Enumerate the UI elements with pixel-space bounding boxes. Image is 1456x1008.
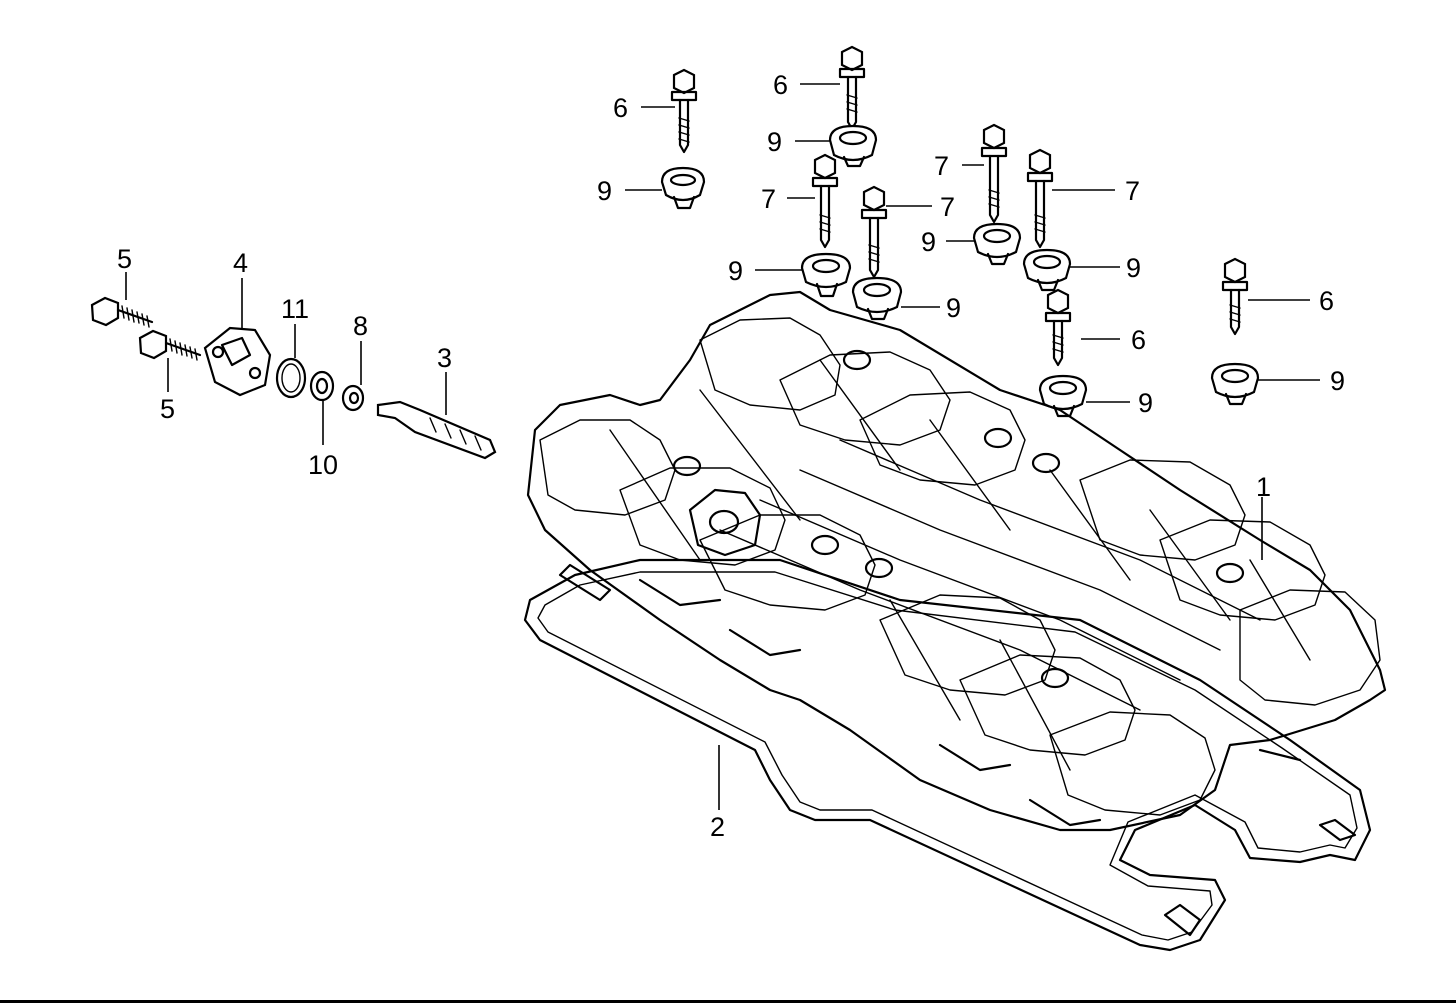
bolt-5-upper (90, 296, 154, 328)
callout-1: 1 (1256, 472, 1271, 502)
bolt-6a (670, 68, 698, 154)
shaft-3 (376, 400, 497, 460)
bolt-5-lower (138, 329, 202, 361)
callout-9-a: 9 (597, 176, 612, 206)
callout-9-b: 9 (767, 127, 782, 157)
callout-5-upper: 5 (117, 244, 132, 274)
grommet-9h (1210, 362, 1260, 406)
grommet-9b (828, 124, 878, 168)
callout-6-a: 6 (613, 93, 628, 123)
callout-6-b: 6 (773, 70, 788, 100)
grommet-9g (1038, 374, 1088, 418)
callout-9-e: 9 (921, 227, 936, 257)
callout-9-d: 9 (946, 293, 961, 323)
o-ring-11 (275, 357, 307, 399)
washer-8 (341, 384, 365, 412)
bolt-7b (860, 185, 888, 279)
bolt-7d (1026, 148, 1054, 249)
callout-9-c: 9 (728, 256, 743, 286)
bolt-6b (838, 45, 866, 131)
callout-labels: 1 2 3 4 5 5 6 6 6 6 7 7 7 7 8 9 9 9 9 9 … (117, 70, 1345, 842)
bolt-6d (1221, 257, 1249, 336)
grommet-9f (1022, 248, 1072, 292)
callout-3: 3 (437, 343, 452, 373)
callout-2: 2 (710, 812, 725, 842)
callout-9-g: 9 (1138, 388, 1153, 418)
bolt-7c (980, 123, 1008, 224)
bolt-6c (1044, 288, 1072, 367)
callout-5-lower: 5 (160, 394, 175, 424)
callout-6-c: 6 (1131, 325, 1146, 355)
callout-6-d: 6 (1319, 286, 1334, 316)
cylinder-head-cover (526, 290, 1387, 832)
callout-8: 8 (353, 311, 368, 341)
seal-10 (309, 370, 335, 402)
callout-7-c: 7 (934, 151, 949, 181)
leader-lines (125, 83, 1320, 810)
callout-7-b: 7 (940, 192, 955, 222)
callout-11: 11 (281, 294, 309, 324)
grommet-9d (851, 276, 903, 321)
callout-9-h: 9 (1330, 366, 1345, 396)
bottom-border-rule (0, 1000, 1456, 1003)
bolt-7a (811, 153, 839, 249)
cover-gasket (523, 558, 1372, 952)
callout-4: 4 (233, 248, 248, 278)
callout-10: 10 (308, 450, 338, 480)
callout-7-a: 7 (761, 184, 776, 214)
grommet-9c (800, 252, 852, 298)
grommet-9e (972, 222, 1022, 266)
grommet-9a (660, 166, 706, 210)
callout-9-f: 9 (1126, 253, 1141, 283)
callout-7-d: 7 (1125, 176, 1140, 206)
holder-4 (203, 326, 272, 397)
